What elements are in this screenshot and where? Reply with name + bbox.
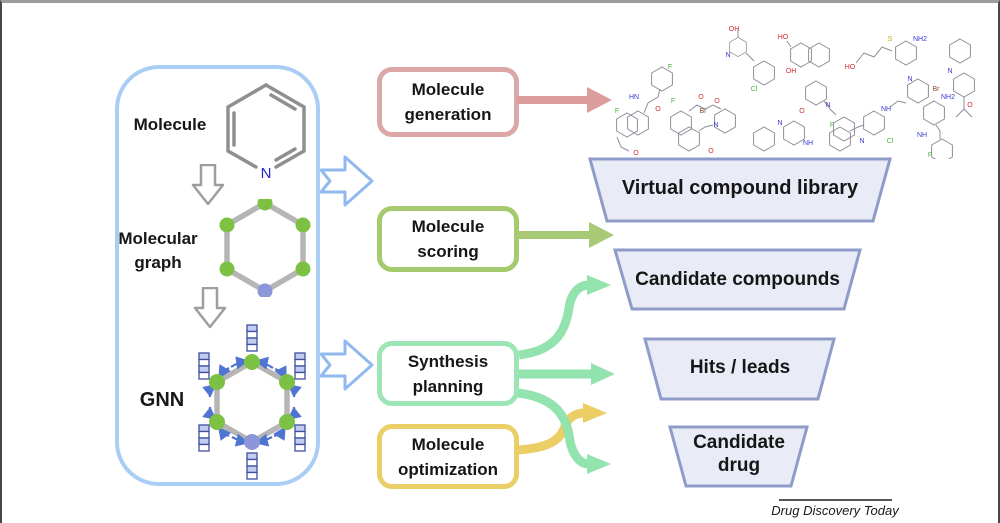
atom-label: O [714,98,720,105]
atom-label: F [615,108,619,115]
hollow-right-arrow-icon [320,339,374,391]
gnn-graph-figure [198,324,306,480]
funnel-hits-leads [643,337,836,401]
atom-label: HO [845,64,856,71]
process-box-molecule-scoring: Molecule scoring [377,206,519,272]
molecular-graph-label: Molecular graph [118,229,198,272]
molecular-graph-figure [219,199,311,297]
atom-label: OH [729,26,740,33]
atom-label: F [668,64,672,71]
atom-label: O [633,150,639,157]
atom-label: HO [778,34,789,41]
atom-label: NH2 [941,94,955,101]
synthesis-and-optimization-arrows [517,275,615,474]
hollow-right-arrow-icon [320,155,374,207]
funnel-label-candidate-drug: Candidate drug [693,432,785,476]
atom-label: Cl [751,86,758,93]
atom-label: OH [786,68,797,75]
pyridine-structure: N [226,83,306,179]
molecule-structures-cluster: HN O F OH N Cl HO OH HO S NH2 N O F O O … [615,26,975,159]
atom-label: N [907,76,912,83]
atom-label: HN [629,94,639,101]
molecule-label: Molecule [133,115,207,134]
atom-label: Br [933,86,941,93]
funnel-candidate-compounds [613,248,862,311]
atom-label: NH [917,132,927,139]
atom-label: N [859,138,864,145]
atom-label: N [725,52,730,59]
atom-label: N [713,122,718,129]
atom-label: Br [700,108,708,115]
atom-label: N [825,102,830,109]
generation-arrow [517,87,612,113]
funnel-candidate-drug [668,425,809,488]
message-passing-arrows [202,356,302,447]
atom-label: Cl [887,138,894,145]
gnn-label: GNN [139,389,185,411]
atom-label: NH2 [913,36,927,43]
process-box-molecule-optimization: Molecule optimization [377,424,519,489]
atom-label: NH [881,106,891,113]
atom-label: O [967,102,973,109]
process-box-synthesis-planning: Synthesis planning [377,341,519,406]
funnel-label-hits-leads: Hits / leads [689,357,791,378]
atom-labels: HN O F OH N Cl HO OH HO S NH2 N O F O O … [615,26,973,159]
atom-label: O [799,108,805,115]
atom-label: S [888,36,893,43]
node-feature-vectors [198,324,306,480]
funnel-virtual-compound-library [588,157,892,223]
process-box-molecule-generation: Molecule generation [377,67,519,137]
atom-label: F [830,122,834,129]
atom-label: F [671,98,675,105]
funnel-label-virtual-compound-library: Virtual compound library [621,177,859,199]
atom-label: NH [803,140,813,147]
nitrogen-atom-label: N [261,165,272,179]
atom-label: O [655,106,661,113]
footer-rule [779,499,892,501]
atom-label: O [698,94,704,101]
atom-label: N [947,68,952,75]
atom-label: O [708,148,714,155]
atom-label: F [928,152,932,159]
synthesis-arrows [517,275,615,474]
funnel-stages-figure [588,157,892,488]
funnel-label-candidate-compounds: Candidate compounds [635,269,840,290]
atom-label: N [777,120,782,127]
scoring-arrow [519,222,614,248]
journal-label: Drug Discovery Today [771,503,899,518]
down-arrow-icon [191,164,225,206]
down-arrow-icon [193,287,227,329]
